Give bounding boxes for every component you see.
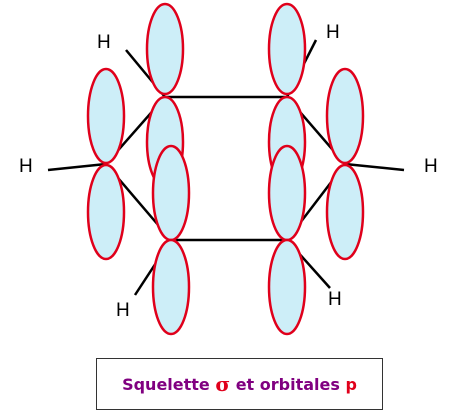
p-orbital-c5-lower-lobe bbox=[151, 238, 191, 336]
h-label-bottom-left: H bbox=[116, 300, 130, 321]
p-orbital-c6-upper-lobe bbox=[86, 67, 126, 165]
sigma-skeleton bbox=[105, 95, 346, 242]
p-orbital-c1-upper-lobe bbox=[145, 2, 185, 96]
h-label-left: H bbox=[19, 156, 33, 177]
caption-box: Squelette σ et orbitales p bbox=[96, 358, 383, 410]
caption-text-squelette: Squelette bbox=[122, 374, 210, 394]
p-orbital-c6-lower-lobe bbox=[86, 163, 126, 261]
hydrogen-labels: H H H H H H bbox=[19, 22, 438, 321]
p-orbitals bbox=[86, 2, 365, 336]
p-orbital-c2-upper-lobe bbox=[267, 2, 307, 96]
h-label-right: H bbox=[424, 156, 438, 177]
h-label-top-right: H bbox=[326, 22, 340, 43]
bond-c6-h bbox=[47, 162, 107, 172]
caption-p-symbol: p bbox=[345, 374, 357, 394]
p-orbital-c4-lower-lobe bbox=[267, 238, 307, 336]
p-orbital-c3-upper-lobe bbox=[325, 67, 365, 165]
h-label-bottom-right: H bbox=[328, 289, 342, 310]
p-orbital-c5-upper-lobe bbox=[151, 144, 191, 242]
p-orbital-c3-lower-lobe bbox=[325, 163, 365, 261]
caption-sigma-symbol: σ bbox=[215, 372, 231, 396]
bond-c3-h bbox=[344, 162, 405, 172]
caption-text-orbitales: et orbitales bbox=[235, 374, 340, 394]
p-orbital-c4-upper-lobe bbox=[267, 144, 307, 242]
h-label-top-left: H bbox=[97, 32, 111, 53]
